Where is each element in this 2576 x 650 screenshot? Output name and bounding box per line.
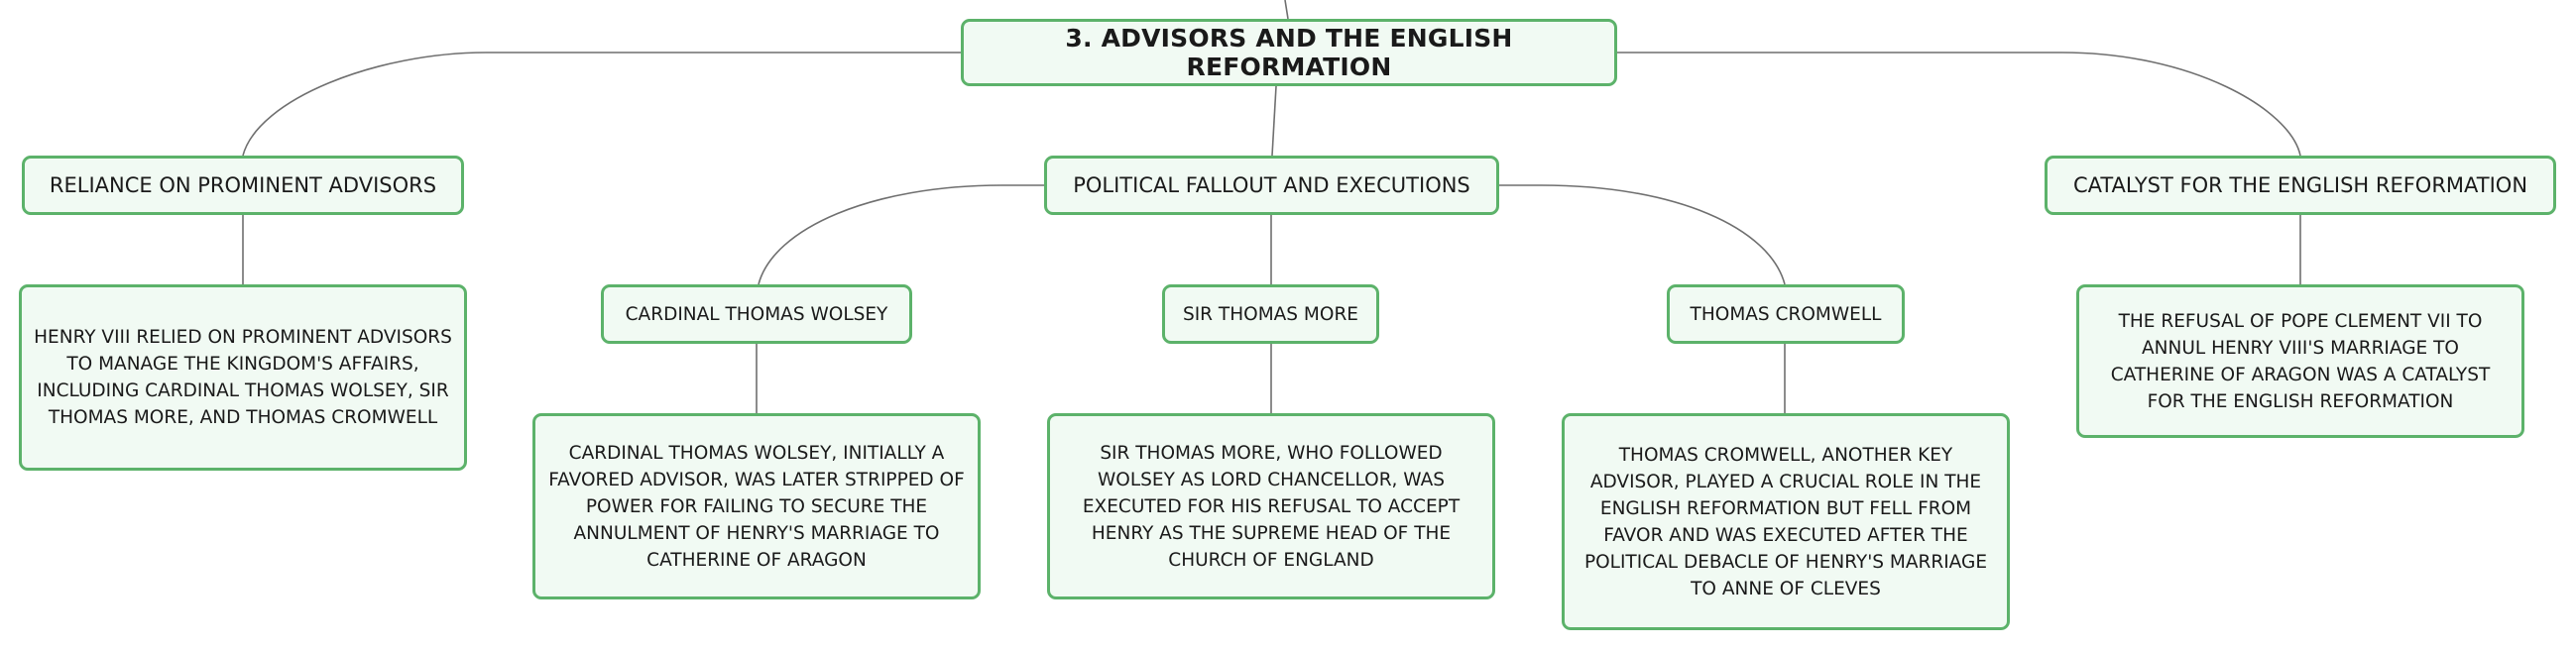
topic-label: RELIANCE ON PROMINENT ADVISORS: [49, 173, 437, 197]
subtopic-label: THOMAS CROMWELL: [1690, 303, 1882, 325]
detail-more[interactable]: SIR THOMAS MORE, WHO FOLLOWED WOLSEY AS …: [1047, 413, 1495, 599]
subtopic-label: SIR THOMAS MORE: [1182, 303, 1358, 325]
connector-fallout-to-wolsey: [758, 184, 1046, 285]
root-node-label: 3. ADVISORS AND THE ENGLISH REFORMATION: [1065, 24, 1513, 81]
detail-cromwell[interactable]: THOMAS CROMWELL, ANOTHER KEY ADVISOR, PL…: [1562, 413, 2010, 630]
subtopic-cromwell[interactable]: THOMAS CROMWELL: [1667, 284, 1905, 344]
detail-reliance-on-advisors[interactable]: HENRY VIII RELIED ON PROMINENT ADVISORS …: [19, 284, 467, 471]
detail-text: CARDINAL THOMAS WOLSEY, INITIALLY A FAVO…: [548, 442, 965, 571]
topic-catalyst-reformation[interactable]: CATALYST FOR THE ENGLISH REFORMATION: [2045, 156, 2556, 215]
root-node[interactable]: 3. ADVISORS AND THE ENGLISH REFORMATION: [961, 19, 1617, 86]
topic-label: POLITICAL FALLOUT AND EXECUTIONS: [1073, 173, 1470, 197]
connector-root-to-reliance: [242, 52, 964, 157]
connector-root-to-fallout: [1271, 85, 1277, 157]
subtopic-more[interactable]: SIR THOMAS MORE: [1162, 284, 1379, 344]
detail-text: THOMAS CROMWELL, ANOTHER KEY ADVISOR, PL…: [1583, 444, 1988, 599]
subtopic-label: CARDINAL THOMAS WOLSEY: [625, 303, 888, 325]
connector-root-to-catalyst: [1614, 52, 2301, 157]
connector-parent-to-root: [1284, 0, 1289, 20]
topic-label: CATALYST FOR THE ENGLISH REFORMATION: [2072, 173, 2528, 197]
detail-text: SIR THOMAS MORE, WHO FOLLOWED WOLSEY AS …: [1082, 442, 1461, 571]
detail-catalyst-reformation[interactable]: THE REFUSAL OF POPE CLEMENT VII TO ANNUL…: [2076, 284, 2524, 438]
detail-wolsey[interactable]: CARDINAL THOMAS WOLSEY, INITIALLY A FAVO…: [532, 413, 981, 599]
connector-fallout-to-cromwell: [1497, 184, 1786, 285]
detail-text: THE REFUSAL OF POPE CLEMENT VII TO ANNUL…: [2110, 310, 2491, 412]
topic-reliance-on-advisors[interactable]: RELIANCE ON PROMINENT ADVISORS: [22, 156, 464, 215]
subtopic-wolsey[interactable]: CARDINAL THOMAS WOLSEY: [601, 284, 912, 344]
topic-political-fallout[interactable]: POLITICAL FALLOUT AND EXECUTIONS: [1044, 156, 1499, 215]
detail-text: HENRY VIII RELIED ON PROMINENT ADVISORS …: [34, 327, 452, 428]
